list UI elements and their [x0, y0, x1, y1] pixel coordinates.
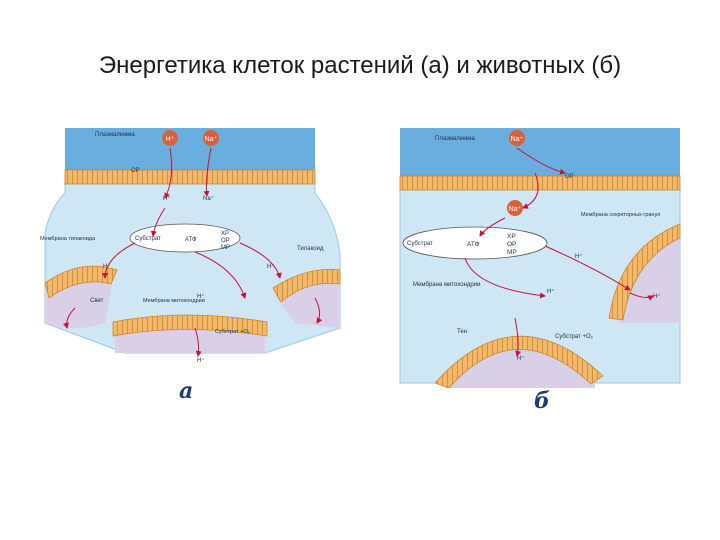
na-inner-label: Na⁺ [509, 206, 522, 213]
h-secretory-label: H⁺ [575, 253, 583, 260]
plasma-membrane [64, 169, 316, 185]
na-inner-label: Na⁺ [203, 195, 214, 202]
secretory-compartment [620, 236, 680, 323]
h-ion [162, 130, 178, 146]
op-label: OP [131, 168, 140, 174]
extracellular-space [400, 128, 680, 183]
diagram-a-svg: H⁺ Na⁺ Плазмалемма OP H⁺ Na⁺ Субстрат АТ… [40, 128, 341, 364]
na-ion [203, 130, 219, 146]
caption-b: б [534, 388, 550, 414]
ten-label: Тен [457, 329, 467, 335]
atp-ellipse [402, 226, 548, 260]
mito-compartment [115, 325, 265, 353]
atp-ellipse [129, 223, 241, 253]
h-bottom-label: H⁺ [197, 357, 205, 364]
thylakoid-label: Тилакоид [297, 246, 324, 252]
diagram-b-svg: Na⁺ Na⁺ Плазмалемма OP Субстрат АТФ ХР O… [399, 128, 681, 388]
na-ion-label: Na⁺ [205, 136, 218, 143]
thylakoid-membrane-left [44, 265, 118, 299]
figure-b: Na⁺ Na⁺ Плазмалемма OP Субстрат АТФ ХР O… [395, 118, 685, 388]
op-mid-label: OP [221, 238, 230, 244]
mito-membrane-label: Мембрана митохондрии [143, 298, 205, 304]
flow-arrows [63, 147, 323, 357]
secretory-membrane-label: Мембрана секреторных гранул [581, 212, 660, 218]
substrate-o2-label: Субстрат +O₂ [555, 334, 594, 340]
xp-label: ХР [507, 233, 516, 240]
mp-label: МР [221, 245, 230, 251]
xp-label: ХР [221, 231, 229, 237]
mito-membrane [112, 314, 268, 337]
slide-title: Энергетика клеток растений (а) и животны… [98, 52, 622, 79]
substrate-o2-label: Субстрат +O₂ [215, 329, 250, 335]
atp-label: АТФ [185, 237, 197, 243]
mito-membrane-label: Мембрана митохондрии [413, 282, 480, 288]
secretory-membrane [608, 223, 681, 321]
na-ion [509, 130, 525, 146]
flow-arrows [464, 147, 654, 357]
h-right-label: H⁺ [267, 263, 275, 270]
h-bottom-label: H⁺ [517, 355, 525, 362]
h-outer-label: H⁺ [653, 293, 661, 300]
mito-membrane [434, 335, 604, 388]
atp-label: АТФ [467, 241, 480, 248]
plasma-membrane [399, 175, 681, 191]
extracellular-space [65, 128, 315, 176]
mp-label: МР [507, 249, 517, 256]
thylakoid-membrane-right [272, 269, 341, 303]
plasma-membrane-label: Плазмалемма [435, 136, 475, 142]
substrate-label: Субстрат [135, 236, 161, 242]
op-label: OP [565, 174, 574, 180]
light-label: Свет [90, 298, 104, 304]
h-mito-label: H⁺ [197, 293, 205, 300]
op-mid-label: OP [507, 241, 516, 248]
figure-a: H⁺ Na⁺ Плазмалемма OP H⁺ Na⁺ Субстрат АТ… [35, 118, 355, 378]
thylakoid-membrane-label: Мембрана тилакоида [40, 236, 96, 242]
h-left-label: H⁺ [103, 263, 111, 270]
h-mito-label: H⁺ [547, 288, 555, 295]
caption-a: а [179, 378, 194, 404]
cell-body [44, 175, 341, 354]
h-inner-label: H⁺ [163, 195, 171, 202]
na-ion-label: Na⁺ [511, 136, 524, 143]
plasma-membrane-label: Плазмалемма [95, 132, 135, 138]
h-ion-label: H⁺ [166, 136, 175, 143]
na-inner-ion [507, 200, 523, 216]
substrate-label: Субстрат [407, 241, 433, 247]
